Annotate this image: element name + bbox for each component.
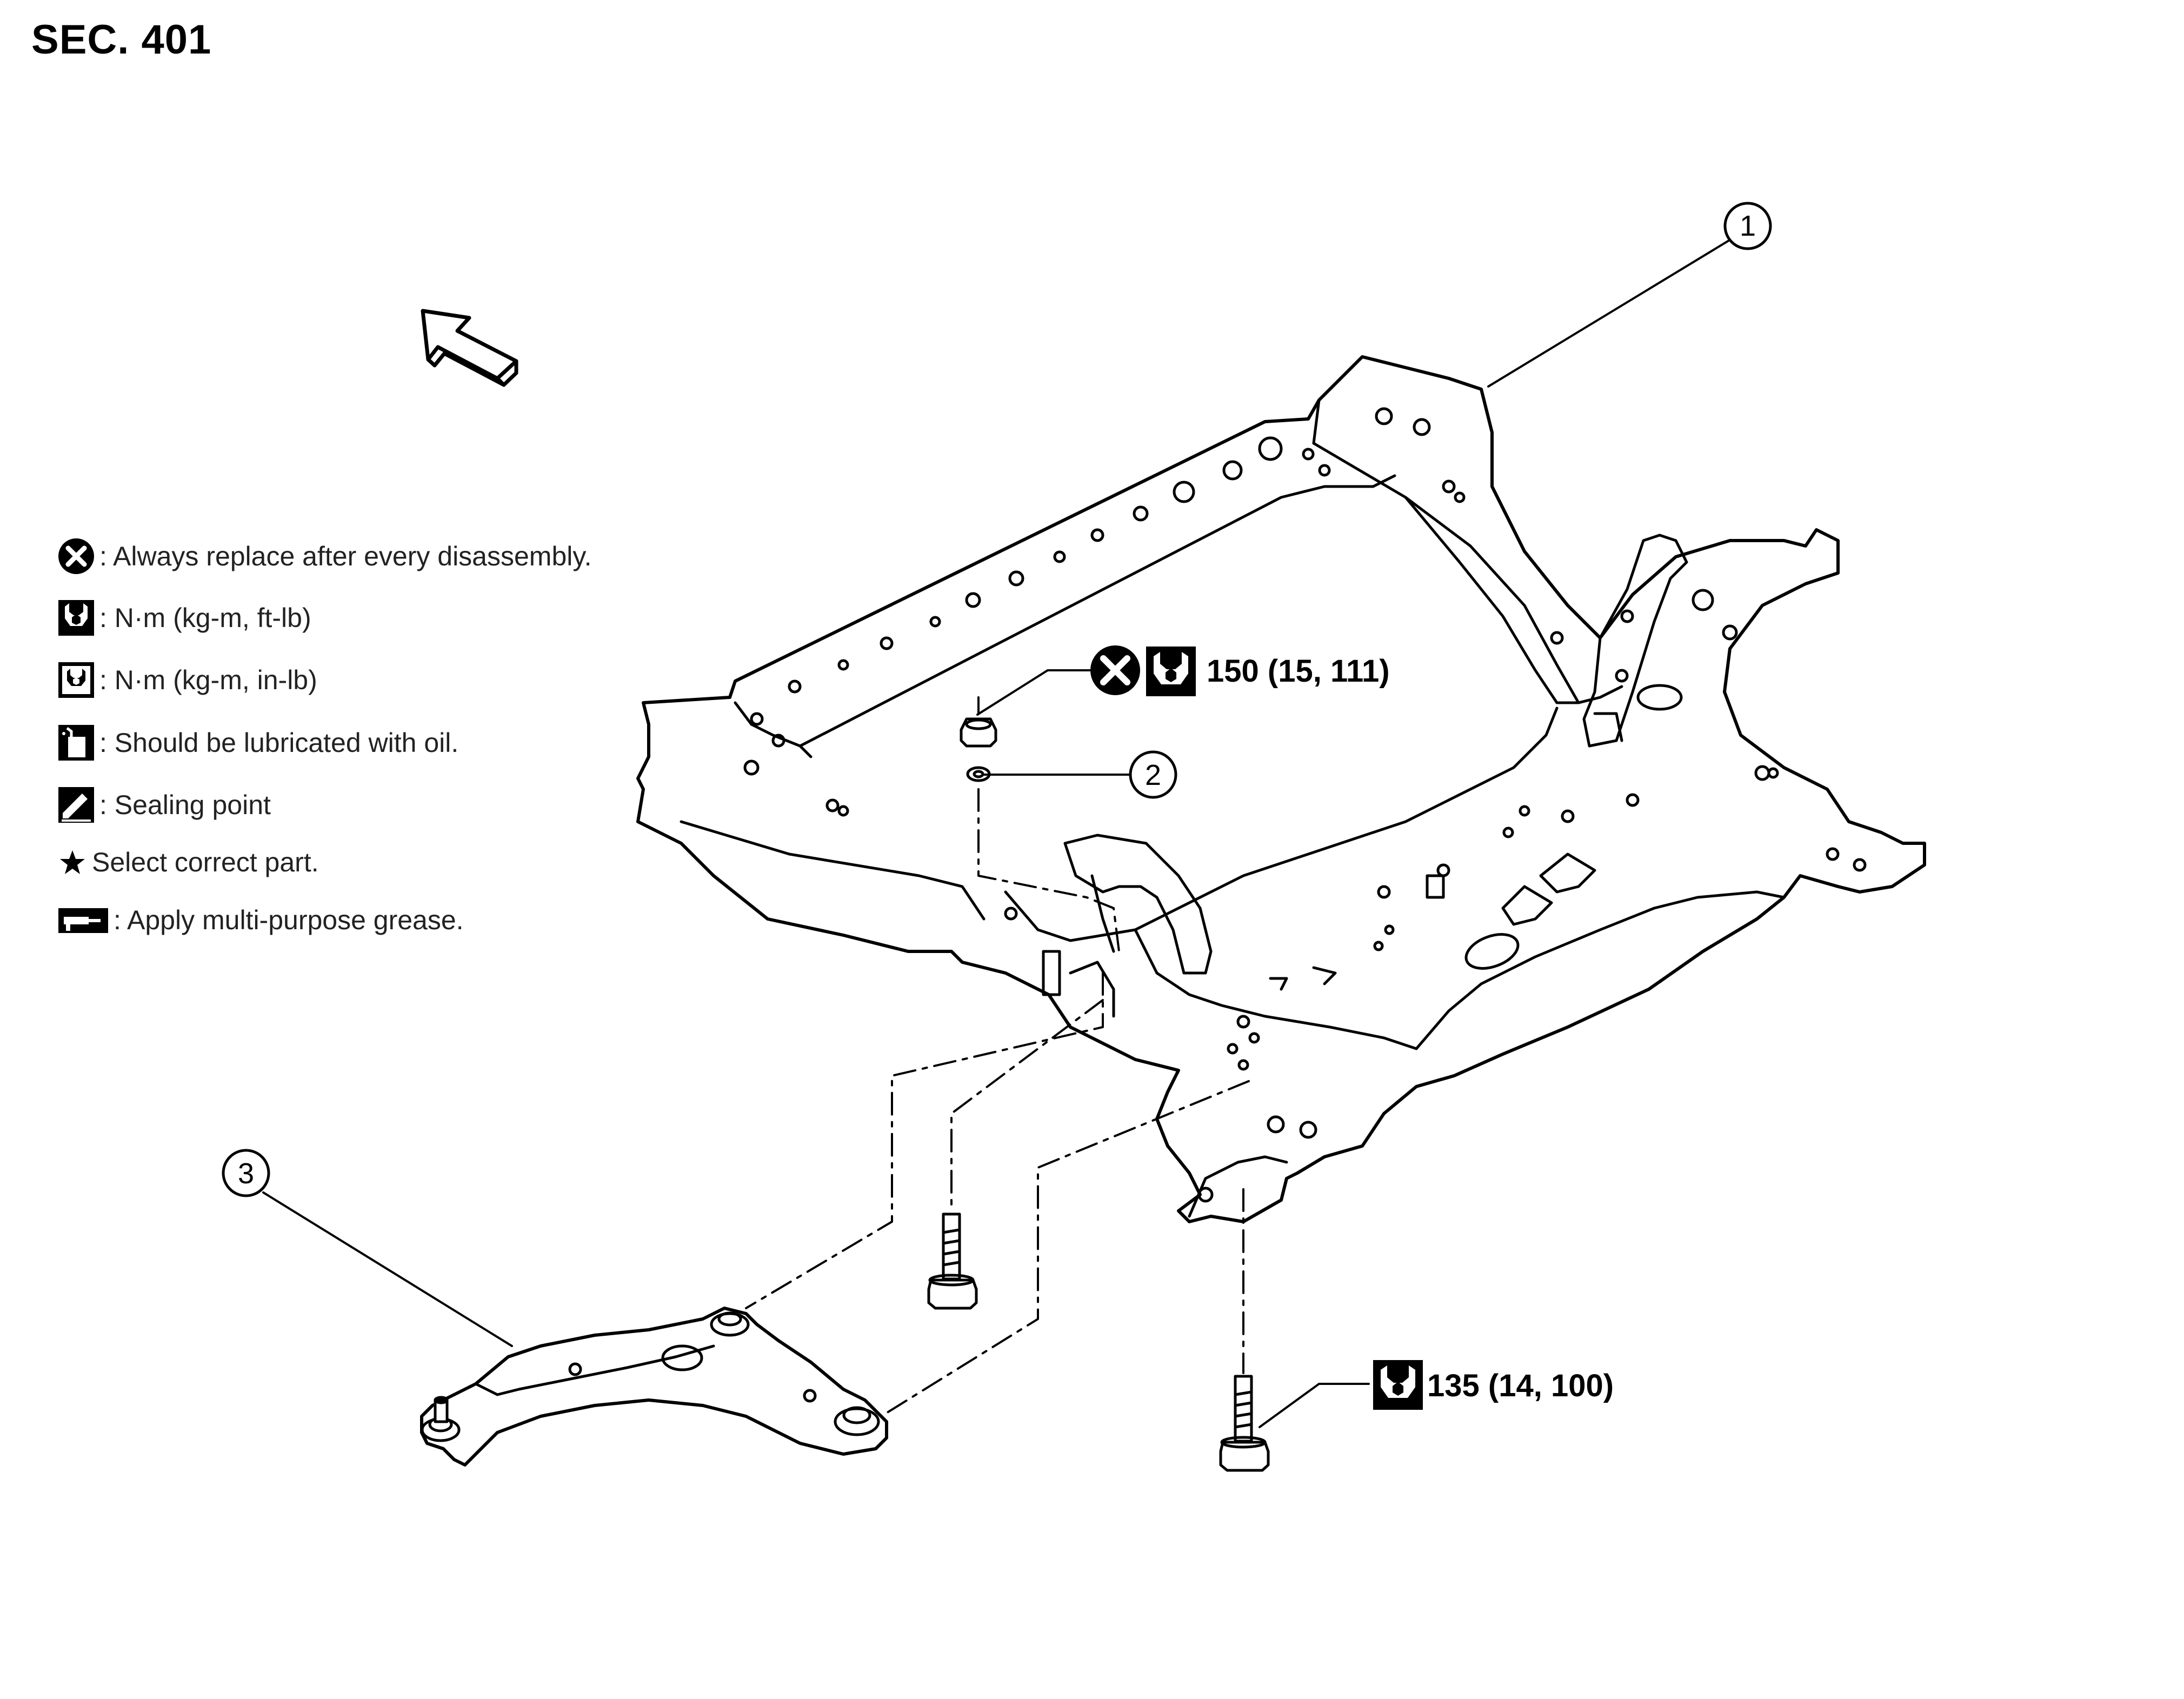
torque-wrench-small-icon bbox=[56, 660, 96, 700]
bolt-left bbox=[927, 1212, 978, 1310]
legend-text: : Sealing point bbox=[99, 790, 271, 820]
callout-1: 1 bbox=[1723, 202, 1772, 250]
legend-text: Select correct part. bbox=[92, 847, 319, 877]
callout-2: 2 bbox=[1129, 750, 1177, 799]
torque-spec-nut: 150 (15, 111) bbox=[1207, 654, 1390, 689]
front-direction-arrow-icon bbox=[421, 309, 518, 387]
legend-text: : Always replace after every disassembly… bbox=[99, 541, 592, 571]
legend-item-sealing: : Sealing point bbox=[56, 783, 271, 827]
torque-wrench-icon bbox=[1146, 647, 1196, 696]
legend-text: : Should be lubricated with oil. bbox=[99, 728, 459, 758]
legend-item-grease: : Apply multi-purpose grease. bbox=[56, 898, 464, 942]
always-replace-icon bbox=[56, 536, 96, 576]
legend-text: : N·m (kg-m, in-lb) bbox=[99, 665, 317, 695]
legend-item-torque-in-lb: : N·m (kg-m, in-lb) bbox=[56, 658, 317, 702]
torque-spec-bolt: 135 (14, 100) bbox=[1427, 1368, 1614, 1403]
legend-item-torque-ft-lb: : N·m (kg-m, ft-lb) bbox=[56, 596, 311, 639]
lower-link bbox=[420, 1307, 888, 1467]
oil-can-icon bbox=[56, 723, 96, 763]
bolt-right bbox=[1219, 1375, 1270, 1472]
legend-text: : N·m (kg-m, ft-lb) bbox=[99, 603, 311, 633]
grease-gun-icon bbox=[56, 900, 110, 940]
star-icon bbox=[56, 842, 89, 882]
callout-number: 1 bbox=[1740, 210, 1756, 242]
legend-item-always-replace: : Always replace after every disassembly… bbox=[56, 535, 592, 578]
sealing-point-icon bbox=[56, 785, 96, 825]
legend-item-select-part: Select correct part. bbox=[56, 841, 319, 884]
member-nut bbox=[960, 717, 997, 748]
legend-item-oil: : Should be lubricated with oil. bbox=[56, 721, 458, 764]
torque-wrench-icon bbox=[56, 598, 96, 638]
callout-number: 2 bbox=[1145, 759, 1161, 791]
legend-text: : Apply multi-purpose grease. bbox=[114, 905, 464, 935]
always-replace-icon bbox=[1090, 645, 1140, 695]
torque-wrench-icon bbox=[1373, 1360, 1423, 1410]
suspension-member bbox=[636, 355, 1926, 1223]
section-label: SEC. 401 bbox=[31, 17, 212, 63]
callout-3: 3 bbox=[222, 1149, 270, 1197]
callout-number: 3 bbox=[238, 1157, 254, 1190]
